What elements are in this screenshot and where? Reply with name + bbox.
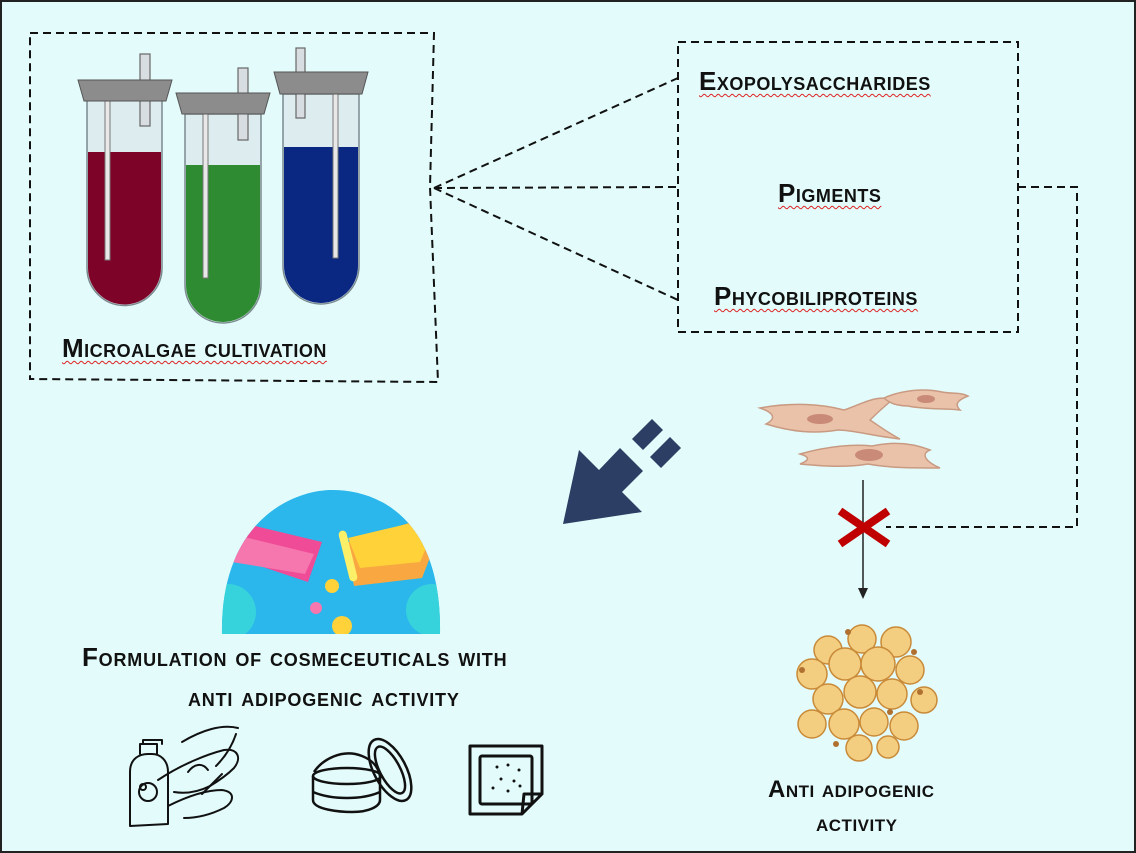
- inhibition-x-icon: [837, 507, 891, 548]
- test-tube-red-icon: [77, 53, 173, 307]
- soap-hands-icon: [129, 725, 240, 827]
- formulation-arrow-icon: [563, 419, 681, 524]
- fan-out-connectors: [433, 77, 679, 301]
- cream-jar-icon: [311, 737, 413, 814]
- cultivation-label: Microalgae cultivation: [62, 333, 327, 363]
- adipocyte-cluster-icon: [796, 624, 938, 762]
- inhibition-connector: [886, 186, 1078, 528]
- transdermal-patch-icon: [468, 744, 544, 816]
- differentiation-arrow-head: [858, 588, 868, 599]
- formulation-title-line2: anti adipogenic activity: [188, 682, 460, 712]
- tube-blue-liquid: [284, 147, 358, 303]
- test-tube-blue-icon: [273, 47, 369, 305]
- adipogenic-activity-line1: Anti adipogenic: [768, 776, 935, 803]
- adipogenic-activity-line2: activity: [816, 810, 898, 837]
- test-tube-green-icon: [175, 67, 271, 324]
- preadipocyte-cells-icon: [757, 389, 970, 469]
- compound-phycobiliproteins-label: Phycobiliproteins: [714, 281, 918, 311]
- cosmetic-cream-dome-icon: [221, 490, 441, 634]
- compounds-box: [677, 41, 1019, 333]
- compound-pigments-label: Pigments: [778, 178, 882, 208]
- formulation-title-line1: Formulation of cosmeceuticals with: [82, 642, 508, 672]
- compound-exopolysaccharides-label: Exopolysaccharides: [699, 66, 931, 96]
- tube-green-liquid: [186, 165, 260, 322]
- cultivation-box: [29, 32, 440, 384]
- adipocyte-nuclei: [799, 629, 923, 747]
- tube-red-liquid: [88, 152, 161, 305]
